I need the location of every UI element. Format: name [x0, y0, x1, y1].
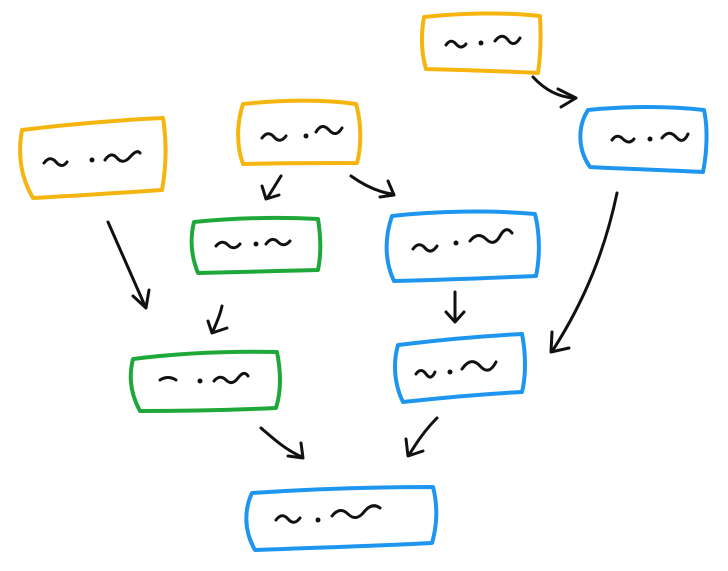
- arrow-lower-blue-to-bottom: [404, 416, 439, 458]
- node-lower-blue: [393, 332, 527, 404]
- node-left: [18, 116, 168, 200]
- arrow-right-to-lower-blue: [549, 191, 619, 354]
- arrow-left-to-lower-green: [106, 220, 151, 310]
- arrows: [106, 75, 619, 460]
- arrow-lower-green-to-bottom: [259, 426, 305, 460]
- arrow-center-blue-to-lower-blue: [444, 290, 466, 324]
- node-center-top: [236, 98, 363, 166]
- node-center-blue: [384, 209, 541, 283]
- node-lower-green: [128, 349, 282, 413]
- node-bottom: [244, 485, 439, 552]
- arrow-center-green-to-lower-green: [206, 304, 229, 335]
- nodes: [18, 11, 709, 552]
- arrow-top-right-to-right: [531, 75, 578, 109]
- node-right: [578, 105, 709, 174]
- node-top-right: [419, 11, 543, 75]
- node-center-green: [189, 216, 323, 275]
- arrow-center-top-to-center-green: [260, 174, 283, 201]
- arrow-center-top-to-center-blue: [349, 174, 396, 199]
